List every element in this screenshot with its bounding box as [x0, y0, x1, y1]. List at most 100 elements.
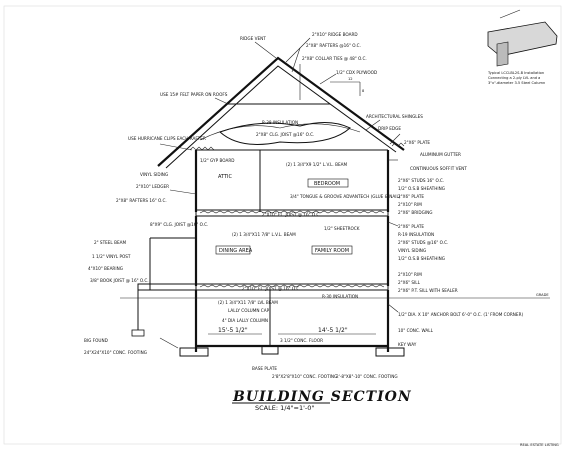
callout: BIG FOUND [84, 338, 108, 343]
callout: 1/2" GYP BOARD [200, 158, 234, 163]
leader [285, 37, 311, 63]
pitch-12: 12 [348, 77, 353, 81]
floor-joist-1f [195, 283, 389, 291]
sheet-border [3, 5, 562, 445]
callout: 1/2" O.S.B SHEATHING [398, 186, 445, 191]
callout: 2"X8" COLLAR TIES @ 48" O.C. [302, 56, 367, 61]
callouts-right: ARCHITECTURAL SHINGLES DRIP EDGE 2"X6" P… [366, 114, 523, 347]
floor-joist-2f [195, 209, 389, 217]
column-detail-icon [496, 41, 509, 67]
callout: USE HURRICANE CLIPS EACH RAFTER [128, 136, 206, 141]
callout: CONTINUOUS SOFFIT VENT [410, 166, 467, 171]
callout: 2"X6" P.T. SILL WITH SEALER [398, 288, 458, 293]
callout: 2"X6" PLATE [398, 224, 424, 229]
footer-note: REAL ESTATE LISTING [520, 443, 559, 447]
leaders [159, 37, 401, 349]
drawing-title: BUILDING SECTION [232, 389, 412, 405]
room-dining-box [215, 245, 251, 255]
leader [214, 97, 229, 105]
pier-footing [131, 329, 145, 337]
room-dining: DINING AREA [219, 248, 253, 254]
room-family-box [311, 245, 353, 255]
callout: DRIP EDGE [378, 126, 401, 131]
leader [254, 41, 277, 59]
roof: 12 8 [157, 56, 405, 169]
callout: 2'-8"X8"-10" CONC. FOOTING [336, 374, 398, 379]
callout: 3 1/2" CONC. FLOOR [280, 338, 323, 343]
leader [291, 47, 301, 73]
detail-leader [499, 9, 521, 19]
callout: 2"X6" BRIDGING [398, 210, 432, 215]
leader [389, 133, 401, 145]
callout: R-38 INSULATION [262, 120, 298, 125]
callouts-top: RIDGE VENT 2"X10" RIDGE BOARD 2"X8" RAFT… [160, 32, 377, 97]
callout: 8"X9" CLG. JOIST @16" O.C. [150, 222, 208, 227]
dim-right: 14'-5 1/2" [318, 327, 348, 334]
callout: 2" STEEL BEAM [94, 240, 126, 245]
corner-detail: Typical LCCLBL2S-B Installation Connecti… [487, 9, 558, 85]
callout: VINYL SIDING [398, 248, 426, 253]
callout: USE 15# FELT PAPER ON ROOFS [160, 92, 228, 97]
callout: (2) 1 3/4"X11 7/8" LVL BEAM [218, 300, 278, 305]
attic-insulation [219, 122, 351, 145]
callout: ALUMINUM GUTTER [420, 152, 461, 157]
callout: 1 1/2" VINYL POST [92, 254, 131, 259]
callout: RIDGE VENT [240, 36, 266, 41]
callout: 1/2" DIA. X 10" ANCHOR BOLT 6'-0" O.C. (… [398, 312, 523, 317]
room-bedroom: BEDROOM [314, 181, 340, 187]
room-family: FAMILY ROOM [315, 248, 349, 254]
leader [169, 189, 197, 195]
detail-note-3: 3"x"-diameter 3.5 Steel Column [488, 81, 545, 85]
dim-left: 15'-5 1/2" [218, 327, 248, 334]
callout: LALLY COLUMN CAP [228, 308, 270, 313]
leader [387, 221, 399, 227]
callout: VINYL SIDING [140, 172, 168, 177]
callout: R-30 INSULATION [322, 294, 358, 299]
callout: (2) 1 3/4"X11 7/8" L.V.L. BEAM [232, 232, 296, 237]
callouts-mid: R-38 INSULATION 2"X8" CLG. JOIST @16" O.… [150, 120, 401, 379]
pitch-rise: 8 [362, 89, 365, 93]
callout: (2) 1 3/4"X9 1/2" L.V.L. BEAM [286, 162, 347, 167]
callout: 3/4" TONGUE & GROOVE ADVANTECH (GLUE & N… [290, 194, 401, 199]
grade-label: GRADE [536, 293, 549, 297]
callout: 2"X8" RAFTERS @16" O.C. [306, 43, 361, 48]
leader [319, 73, 337, 85]
callout: 2"X8" CLG. JOIST @16" O.C. [256, 132, 314, 137]
callout: 1/2" CDX PLYWOOD [336, 70, 377, 75]
leader [159, 337, 179, 349]
callout: 1/2" SHEETROCK [324, 226, 360, 231]
callout: 24"X24"X10" CONC. FOOTING [84, 350, 147, 355]
porch-deck [137, 283, 197, 291]
callout: 4"X10" BEARING [88, 266, 123, 271]
roof-inner [165, 65, 397, 169]
joist-hatch-1f [199, 284, 385, 288]
drawing-scale: SCALE: 1/4"=1'-0" [255, 404, 314, 412]
callout: R-19 INSULATION [398, 232, 434, 237]
callout: 2"X10" RIDGE BOARD [312, 32, 358, 37]
callout: 2"X10" FL. JOIST @ 16" O.C. [262, 212, 321, 217]
callout: ARCHITECTURAL SHINGLES [366, 114, 423, 119]
callout: 2"X6" STUDS 16" O.C. [398, 178, 444, 183]
callout: 3/8" BOOK JOIST @ 16" O.C. [90, 278, 149, 283]
leader [387, 303, 399, 313]
column-footing [261, 345, 279, 355]
callout: BASE PLATE [252, 366, 277, 371]
callout: 2"X10" LEDGER [136, 184, 169, 189]
leader [365, 119, 381, 131]
right-eave-shingles [391, 142, 405, 147]
basement: GRADE 15'-5 1/2" 14'-5 1/2" [120, 290, 550, 357]
roof-outline [157, 56, 405, 167]
callout: 2"X8" RAFTERS 16" O.C. [116, 198, 167, 203]
callout: 2"X10" RIM [398, 202, 422, 207]
callout: KEY WAY [398, 342, 417, 347]
room-attic: ATTIC [218, 174, 233, 180]
callout: 4" DIA LALLY COLUMN [222, 318, 268, 323]
first-floor: DINING AREA FAMILY ROOM [137, 216, 390, 291]
leader [159, 143, 193, 151]
detail-note-2: Connecting a 2-ply LVL and a [488, 76, 540, 80]
callout: 2"X6" STUDS @16" O.C. [398, 240, 448, 245]
callout: 10" CONC. WALL [398, 328, 434, 333]
